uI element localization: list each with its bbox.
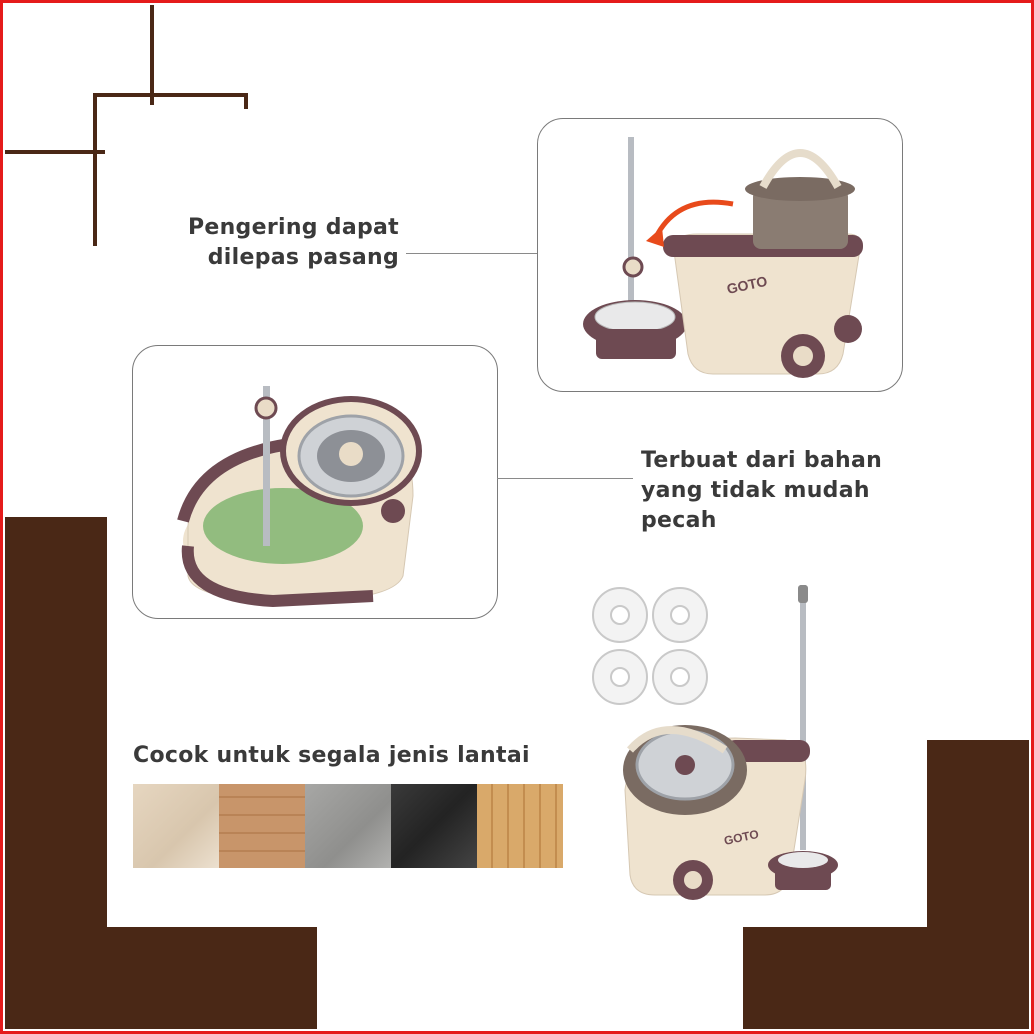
floor-sample-tile-cream [133, 784, 219, 868]
floor-sample-wood-planks [477, 784, 563, 868]
dryer-caption-line-2: dilepas pasang [207, 245, 399, 270]
material-caption-line-2: yang tidak mudah [641, 478, 870, 503]
floors-caption: Cocok untuk segala jenis lantai [133, 743, 530, 768]
material-connector-line [497, 478, 633, 479]
dryer-caption-line-1: Pengering dapat [187, 215, 399, 240]
material-caption-line-1: Terbuat dari bahan [641, 448, 883, 473]
floor-sample-concrete [305, 784, 391, 868]
material-card [132, 345, 498, 619]
detachable-dryer-card: GOTO [537, 118, 903, 392]
material-caption-line-3: pecah [641, 508, 717, 533]
floor-sample-marble-black [391, 784, 477, 868]
dryer-caption: Pengering dapat dilepas pasang [185, 213, 399, 273]
detachable-dryer-illustration: GOTO [583, 137, 863, 378]
material-caption: Terbuat dari bahan yang tidak mudah peca… [641, 446, 911, 536]
brown-block-bottom-right [743, 927, 1029, 1029]
mop-refill-pads [592, 587, 708, 705]
dryer-connector-line [406, 253, 538, 254]
floor-samples-strip [133, 784, 563, 868]
bucket-top-view-illustration [177, 386, 422, 608]
brown-block-bottom-left [5, 927, 317, 1029]
product-bundle-illustration: GOTO [585, 580, 885, 915]
floor-sample-wood-parquet [219, 784, 305, 868]
